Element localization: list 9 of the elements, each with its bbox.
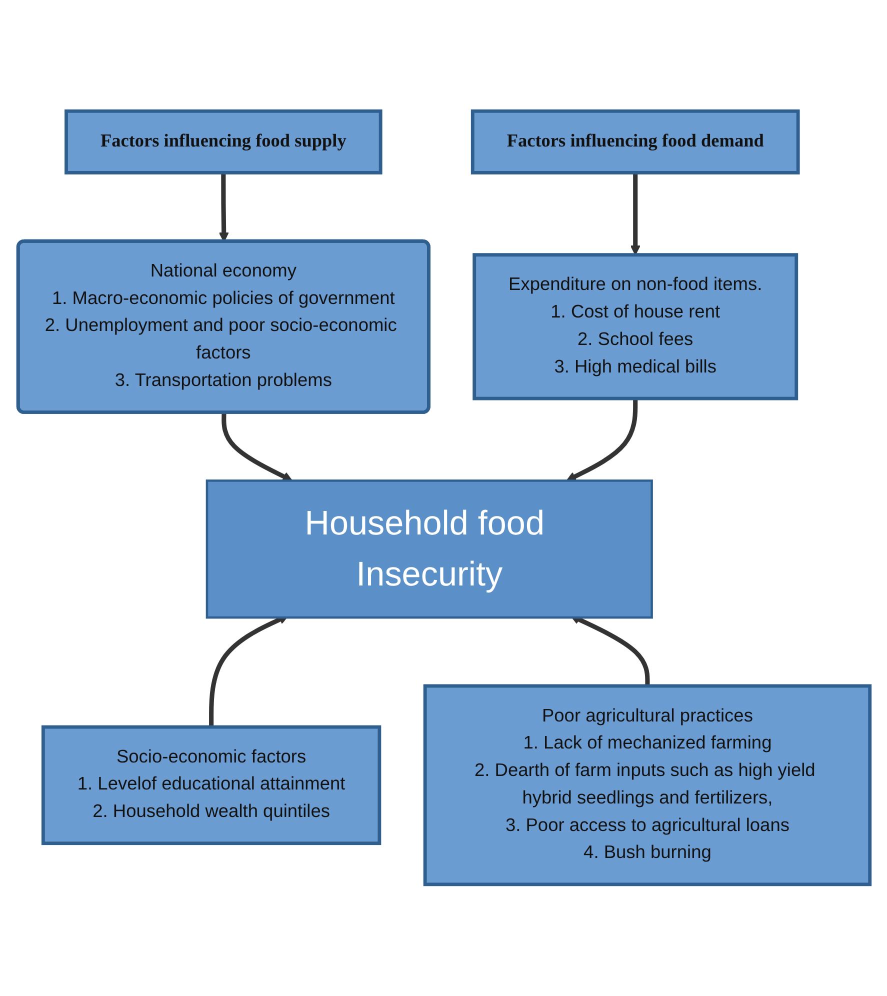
node-box: Poor agricultural practices 1. Lack of mechanized farming 2. Dearth of farm inputs such as high yield hybrid seedlings and fertilizers, 3. Poor access to agricultural loans 4. Bush burning: [422, 684, 872, 886]
node-box: Factors influencing food supply: [64, 110, 382, 175]
node-box: Expenditure on non-food items. 1. Cost of house rent 2. School fees 3. High medical bills: [472, 253, 798, 400]
node-box: Household food Insecurity: [205, 480, 652, 619]
node-box: Socio-economic factors 1. Levelof educational attainment 2. Household wealth quintiles: [40, 726, 381, 846]
arrow: [630, 172, 640, 256]
arrow: [221, 413, 292, 482]
arrow: [566, 398, 638, 482]
node-box: Factors influencing food demand: [470, 110, 800, 175]
